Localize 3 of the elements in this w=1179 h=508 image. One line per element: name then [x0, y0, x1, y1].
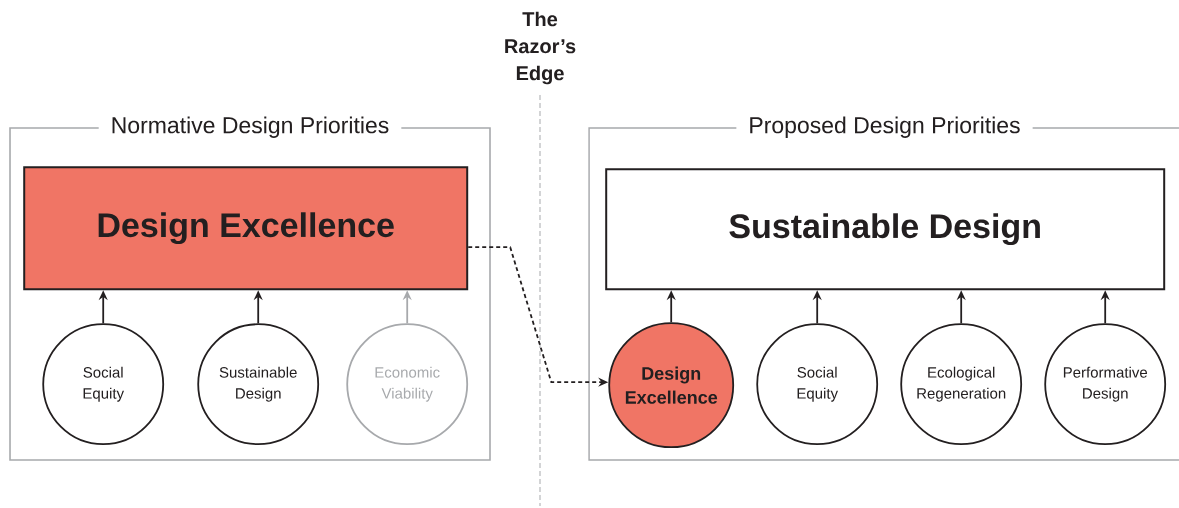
heading-text: The Razor’s Edge [505, 11, 576, 85]
priority-box: Design Excellence [23, 166, 469, 291]
priority-box: Sustainable Design [605, 168, 1166, 291]
